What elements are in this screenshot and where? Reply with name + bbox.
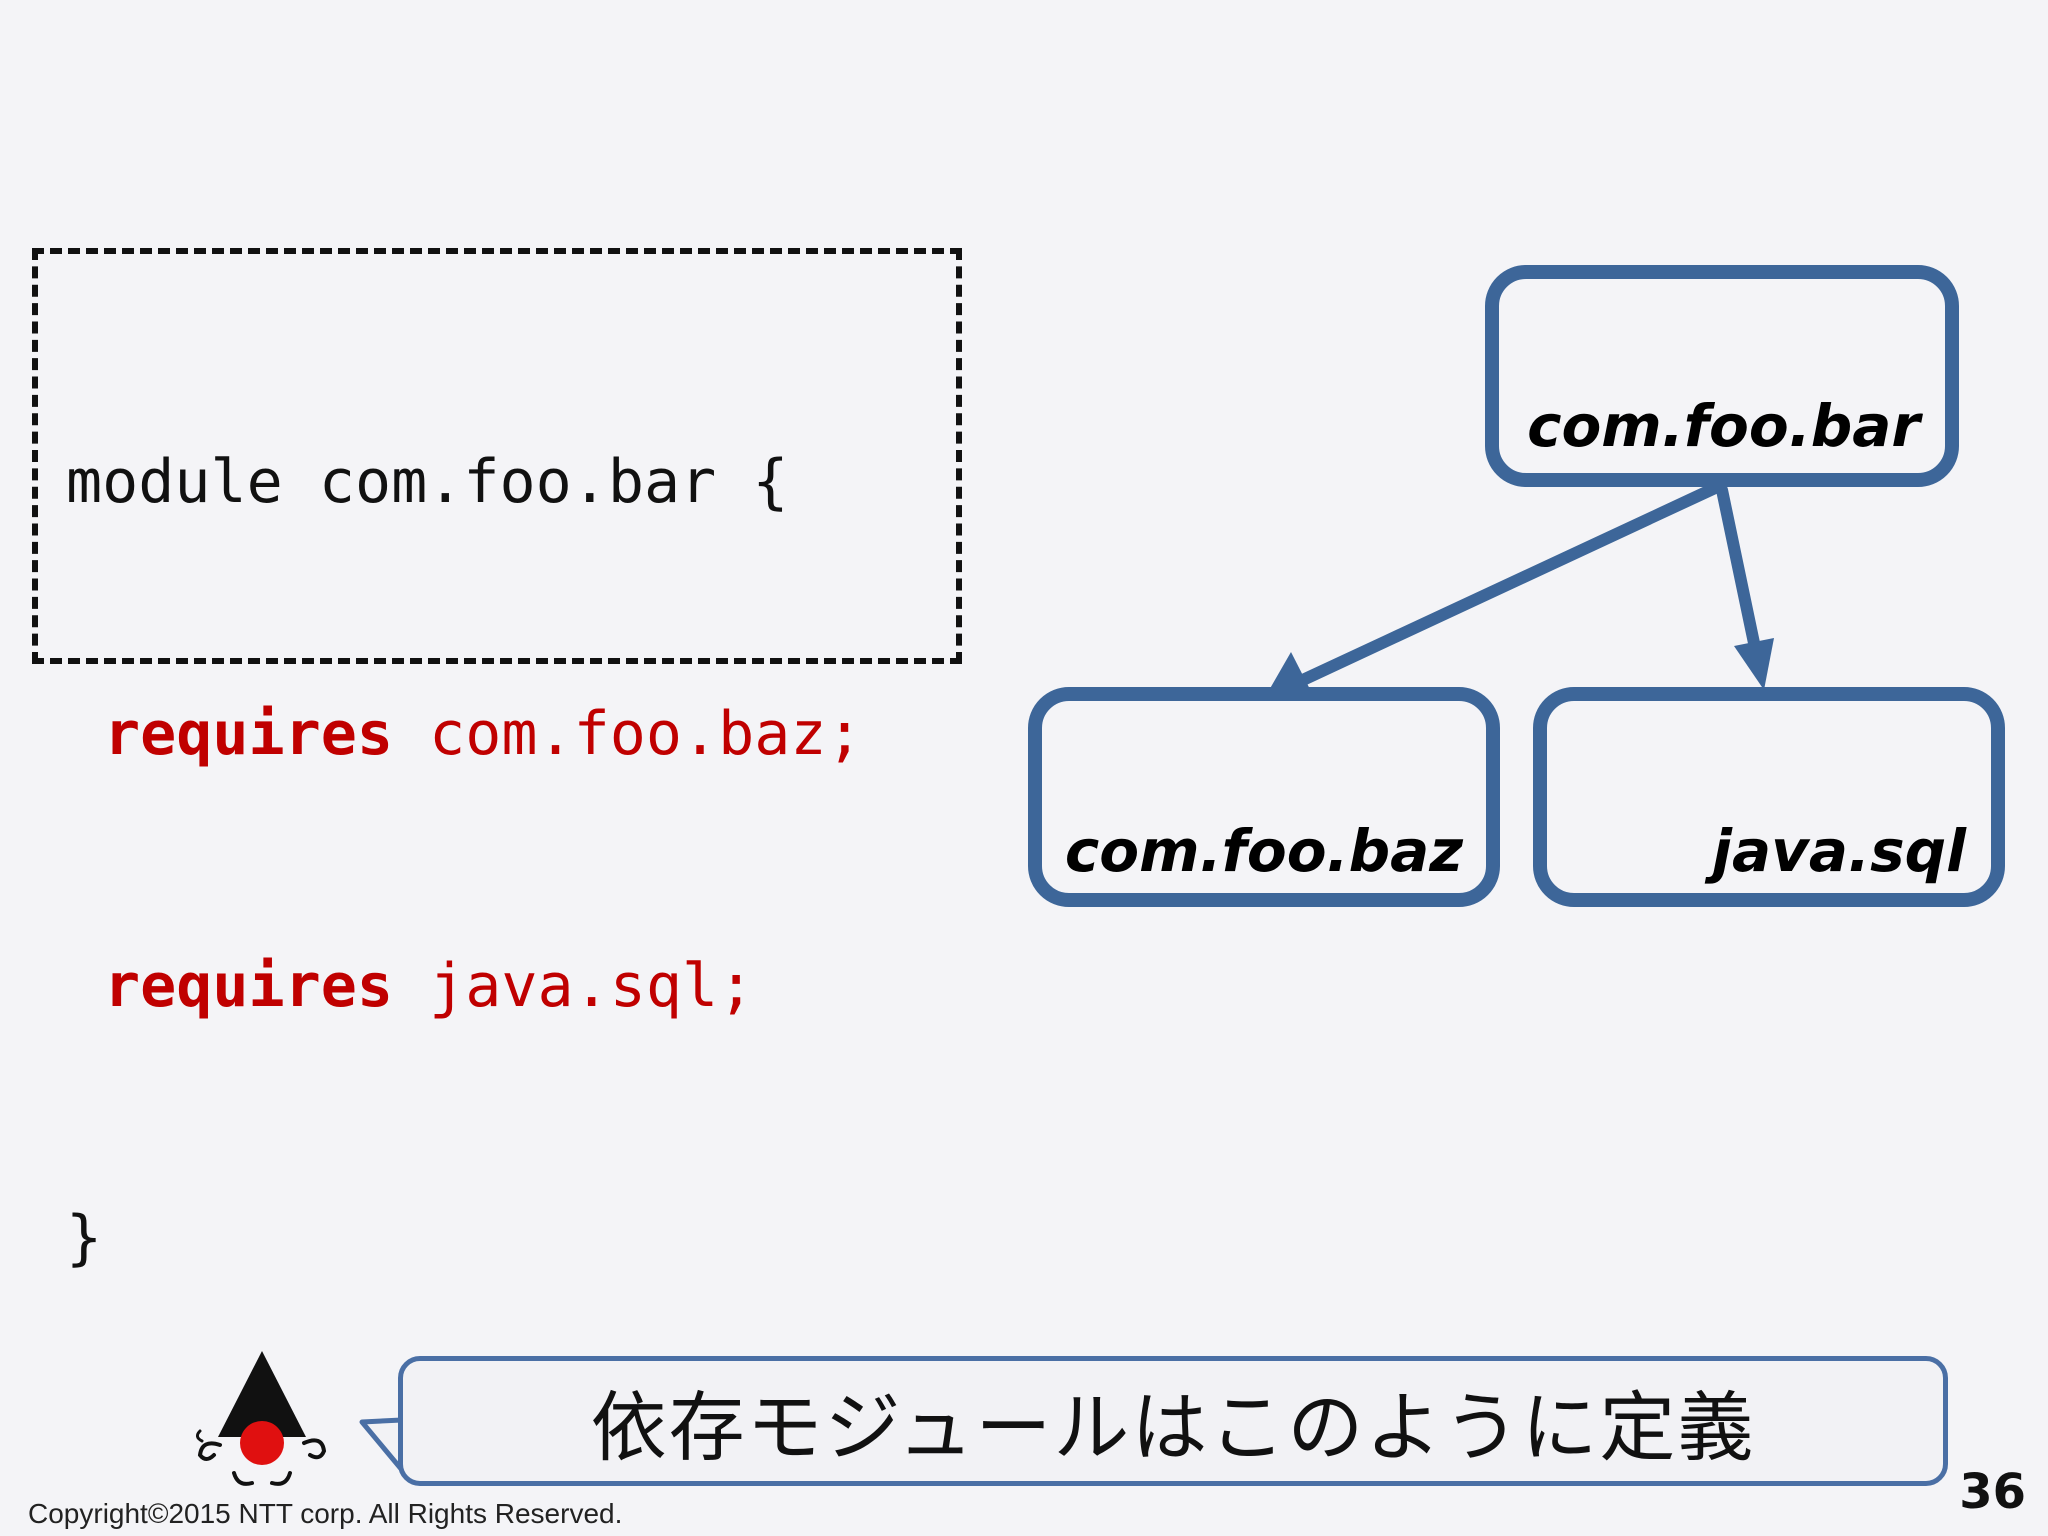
- requires-keyword: requires: [104, 699, 393, 769]
- node-label-com-foo-bar: com.foo.bar: [1527, 392, 1923, 460]
- node-java-sql: java.sql: [1533, 687, 2005, 907]
- speech-bubble: 依存モジュールはこのように定義: [398, 1356, 1948, 1486]
- requires-keyword: requires: [104, 951, 393, 1021]
- requires-target-java-sql: java.sql;: [429, 951, 755, 1021]
- requires-target-com-foo-baz: com.foo.baz;: [429, 699, 863, 769]
- code-line-closing: }: [66, 1203, 103, 1273]
- speech-bubble-text: 依存モジュールはこのように定義: [590, 1383, 1756, 1472]
- duke-onigiri-mascot-icon: [195, 1351, 327, 1486]
- code-box: module com.foo.bar { requires com.foo.ba…: [32, 248, 962, 1273]
- module-declaration-code: module com.foo.bar { requires com.foo.ba…: [66, 272, 863, 1448]
- edge-bar-to-sql: [1716, 484, 1774, 690]
- copyright-notice: Copyright©2015 NTT corp. All Rights Rese…: [28, 1498, 623, 1529]
- page-number: 36: [1959, 1464, 2026, 1520]
- node-label-com-foo-baz: com.foo.baz: [1065, 817, 1463, 885]
- speech-bubble-tail-icon: [359, 1416, 404, 1472]
- node-label-java-sql: java.sql: [1704, 817, 1967, 885]
- node-com-foo-bar: com.foo.bar: [1485, 265, 1959, 487]
- edge-bar-to-baz: [1268, 482, 1721, 705]
- node-com-foo-baz: com.foo.baz: [1028, 687, 1500, 907]
- code-line-module: module com.foo.bar {: [66, 447, 789, 517]
- code-line-requires-2: requires java.sql;: [66, 944, 863, 1028]
- code-line-requires-1: requires com.foo.baz;: [66, 692, 863, 776]
